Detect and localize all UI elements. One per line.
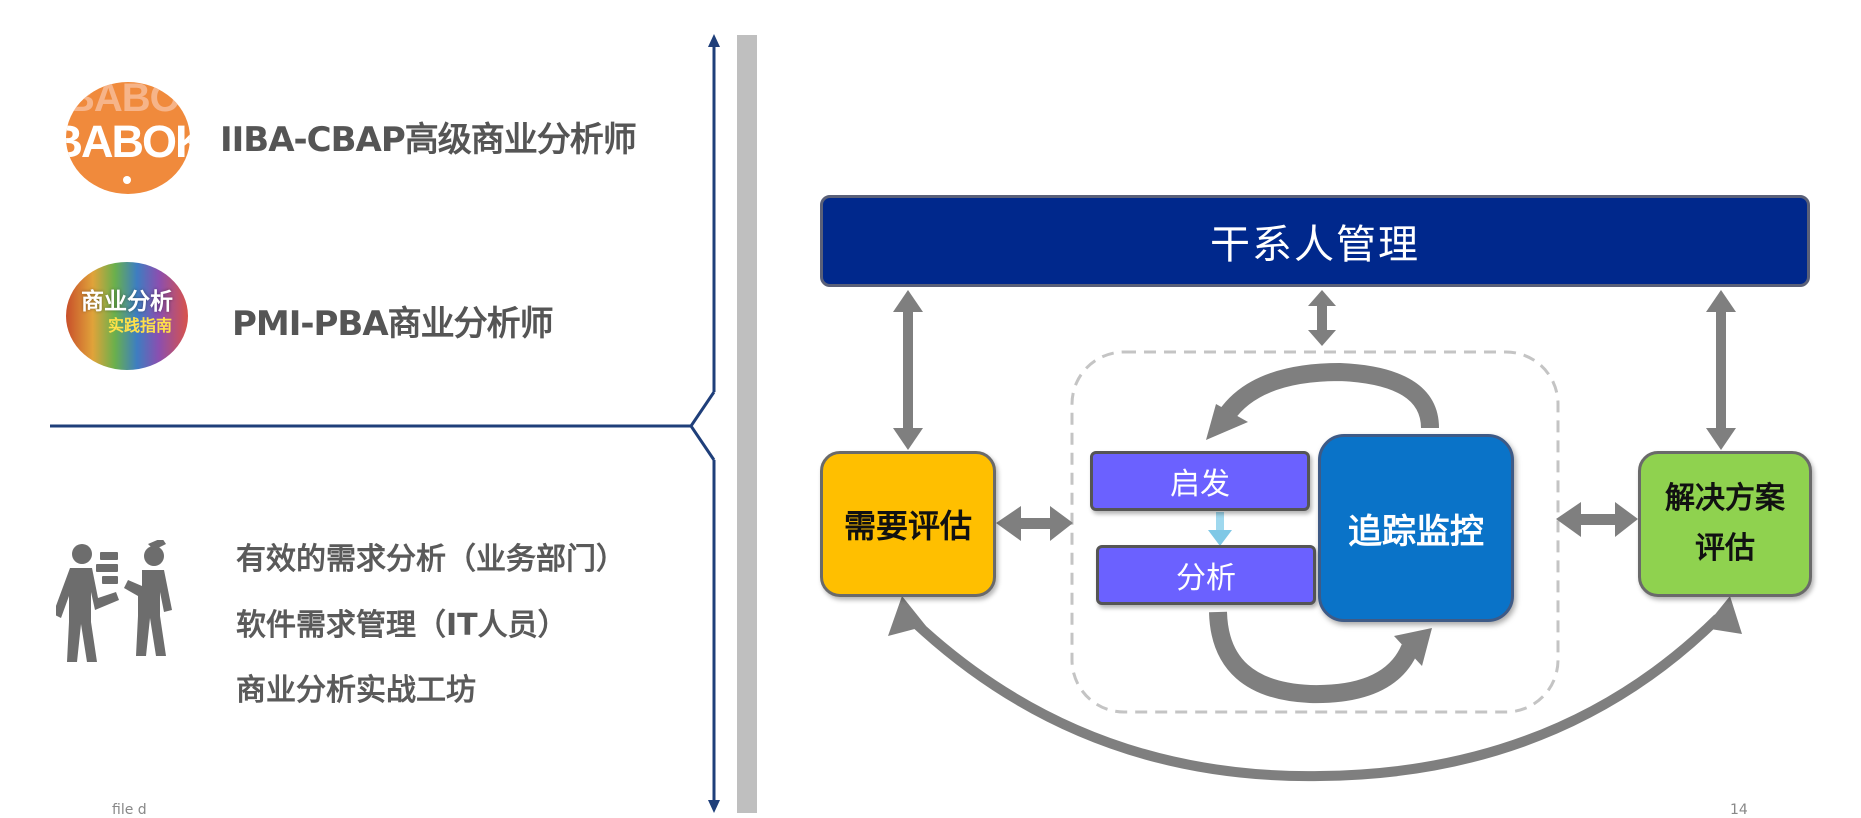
elicit-analysis-arrowhead [1208, 530, 1232, 546]
cert-title-pba: PMI-PBA商业分析师 [232, 304, 554, 344]
bottom-curved-arrow [906, 614, 1722, 782]
pba-logo-line2: 实践指南 [107, 316, 172, 335]
pba-logo-line1: 商业分析 [81, 289, 173, 315]
babok-logo: BABOK BABOK [66, 82, 190, 194]
solution-evaluation-line2: 评估 [1695, 531, 1755, 566]
workshop-item: 商业分析实战工坊 [236, 673, 476, 708]
divider-arrowhead-top [708, 34, 720, 47]
bottom-arrowhead-right [1704, 596, 1742, 634]
pba-guide-logo: 商业分析 实践指南 [66, 262, 188, 370]
cycle-arrowhead-bottom [1394, 628, 1432, 666]
people-working-icon [56, 540, 172, 662]
double-arrow-needs-process [996, 506, 1073, 541]
tracking-monitoring-box: 追踪监控 [1318, 434, 1514, 622]
dashed-process-container [1070, 350, 1560, 714]
babok-logo-dot [123, 176, 131, 184]
cycle-arrow-top [1218, 362, 1439, 429]
cert-title-cbap: IIBA-CBAP高级商业分析师 [220, 120, 637, 160]
double-arrow-stakeholder-solution [1706, 290, 1736, 450]
cycle-arrow-bottom [1209, 611, 1419, 704]
solution-evaluation-box: 解决方案 评估 [1638, 451, 1812, 597]
elicitation-box: 启发 [1090, 451, 1310, 511]
stakeholder-management-box: 干系人管理 [820, 195, 1810, 287]
babok-logo-ghost-text: BABOK [66, 82, 190, 120]
babok-logo-text: BABOK [66, 116, 190, 167]
double-arrow-stakeholder-needs [893, 290, 923, 450]
divider-chevron [689, 391, 716, 461]
elicit-analysis-connector [1216, 512, 1224, 532]
divider-arrowhead-bottom [708, 800, 720, 813]
solution-evaluation-line1: 解决方案 [1665, 481, 1785, 516]
gray-divider-bar [737, 35, 757, 813]
bottom-arrowhead-left [888, 596, 926, 636]
workshop-item: 软件需求管理（IT人员） [236, 608, 568, 643]
needs-assessment-box: 需要评估 [820, 451, 996, 597]
page-number: 14 [1730, 802, 1748, 818]
double-arrow-stakeholder-process [1308, 290, 1336, 346]
footer-left-text: file d [112, 802, 147, 818]
double-arrow-tracking-solution [1556, 502, 1638, 537]
cycle-arrowhead-top [1206, 404, 1248, 440]
analysis-box: 分析 [1096, 545, 1316, 605]
workshop-item: 有效的需求分析（业务部门） [236, 542, 626, 577]
